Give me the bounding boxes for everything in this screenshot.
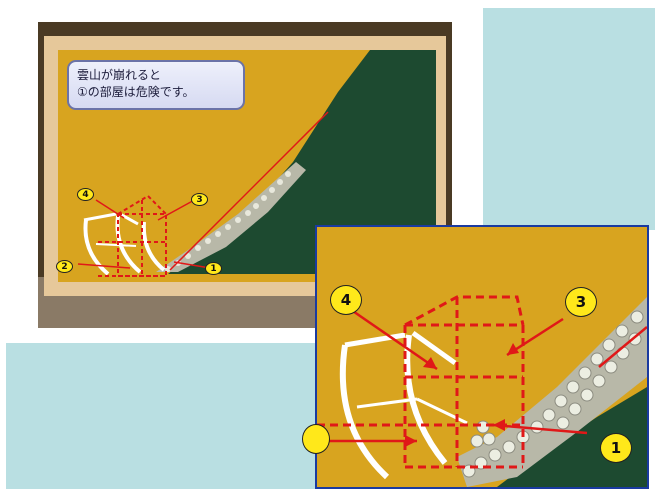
model-photo-zoomed <box>315 225 649 489</box>
zoomed-badge-4: 4 <box>330 285 362 315</box>
zoomed-badge-1: 1 <box>600 433 632 463</box>
model-photo-zoomed-drawing <box>317 227 647 487</box>
small-badge-3: 3 <box>191 193 208 206</box>
zoomed-badge-3: 3 <box>565 287 597 317</box>
warning-callout: 雲山が崩れると ①の部屋は危険です。 <box>67 60 245 110</box>
callout-line-2: ①の部屋は危険です。 <box>77 85 195 99</box>
background-block-bottom-left <box>6 343 318 489</box>
model-photo-small <box>38 22 452 328</box>
background-block-top-right <box>483 8 655 230</box>
model-photo-small-drawing <box>38 22 452 328</box>
zoomed-badge-partial <box>302 424 330 454</box>
small-badge-1: 1 <box>205 262 222 275</box>
callout-line-1: 雲山が崩れると <box>77 68 162 82</box>
small-badge-4: 4 <box>77 188 94 201</box>
small-badge-2: 2 <box>56 260 73 273</box>
